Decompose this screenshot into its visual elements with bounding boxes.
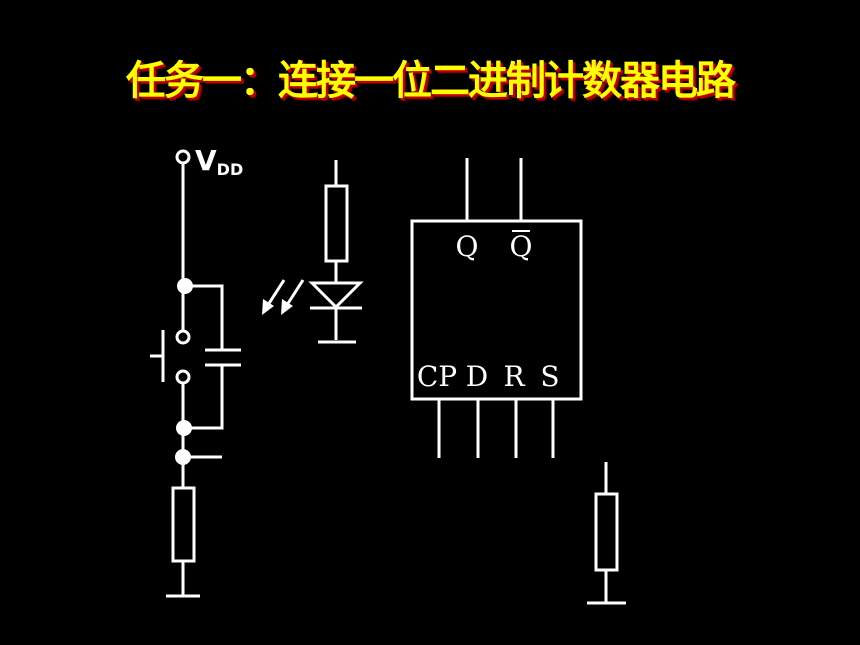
switch-contact-top (175, 329, 191, 345)
capacitor-lead-bottom (185, 365, 224, 430)
vdd-terminal (175, 149, 191, 165)
d-label: D (466, 360, 488, 393)
s-label: S (540, 360, 559, 393)
pushbutton-circuit: VDD (150, 144, 243, 598)
q-label: Q (456, 230, 479, 263)
light-emission-arrows-icon (262, 279, 305, 315)
vdd-label: VDD (195, 144, 243, 179)
flipflop-body (410, 219, 583, 401)
led-resistor (324, 184, 349, 263)
r-label: R (503, 360, 525, 393)
right-resistor (594, 492, 619, 572)
junction-dot-mid (176, 420, 192, 436)
qbar-label: Q (510, 230, 533, 263)
pulldown-resistor (171, 486, 196, 563)
ground-resistor-right (587, 462, 626, 605)
capacitor-lead-top (185, 284, 224, 350)
switch-contact-bottom (175, 369, 191, 385)
led-circuit (262, 160, 364, 344)
d-flipflop: Q Q CP D R S (410, 158, 583, 458)
slide-title: 任务一：连接一位二进制计数器电路 (126, 58, 736, 104)
led-diode-icon (308, 281, 364, 310)
cp-label: CP (417, 360, 457, 393)
